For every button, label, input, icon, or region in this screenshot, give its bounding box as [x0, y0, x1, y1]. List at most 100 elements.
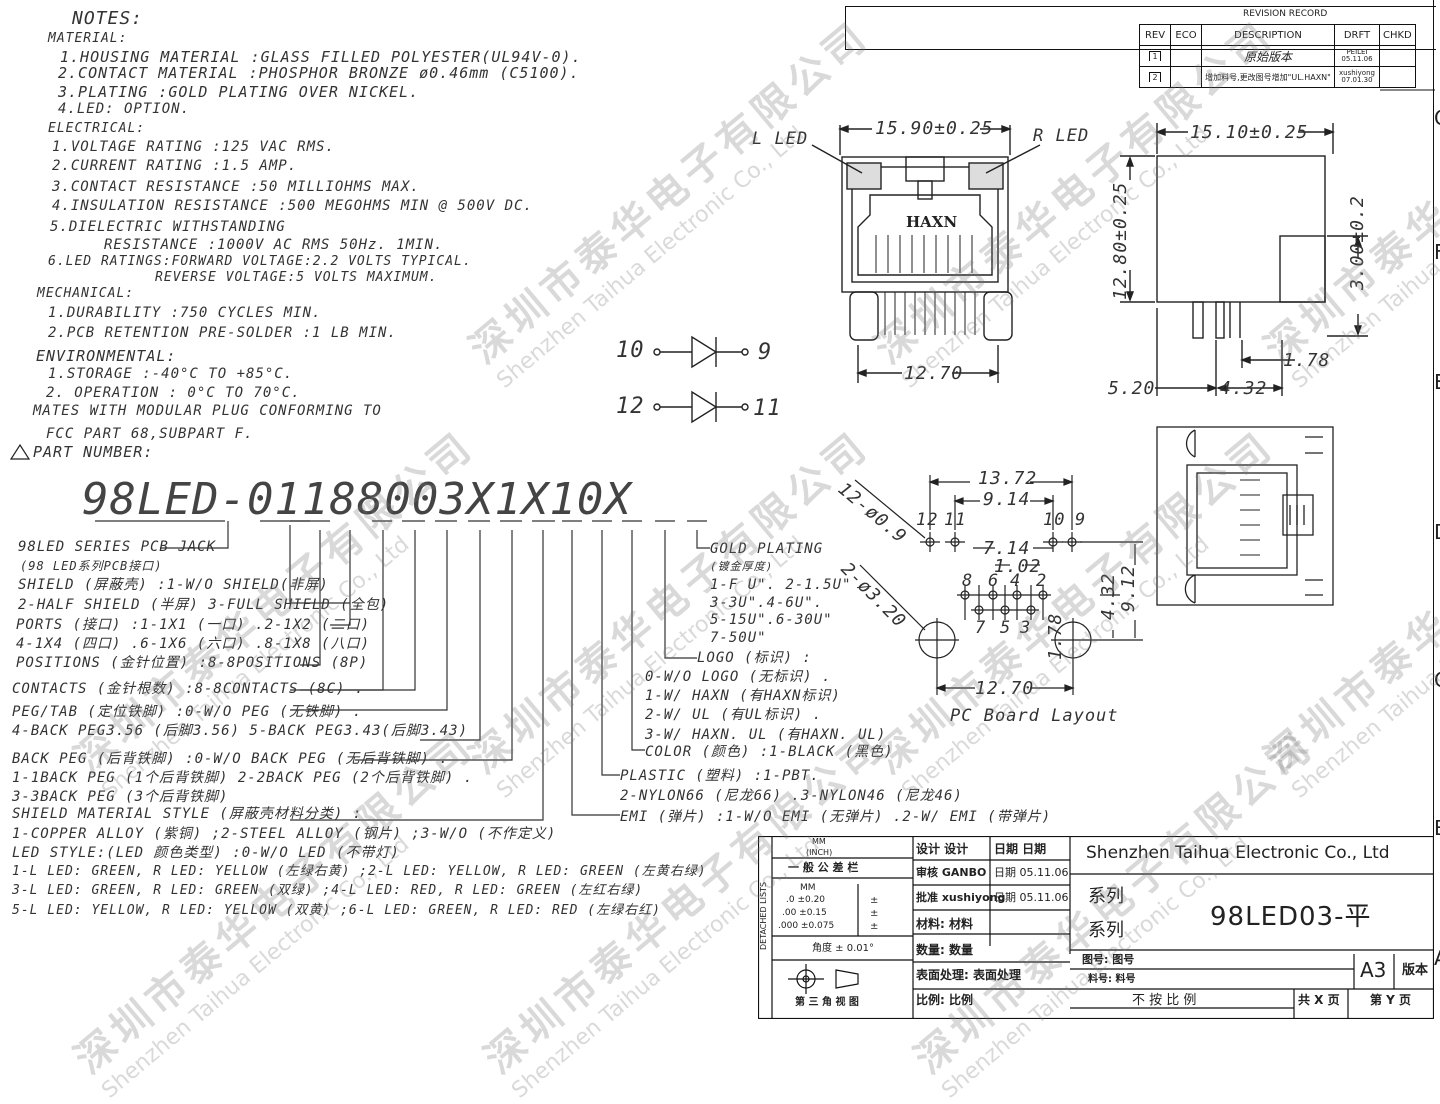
side-height-dim: 12.80±0.25: [1110, 181, 1131, 300]
note-line: 6.LED RATINGS:FORWARD VOLTAGE:2.2 VOLTS …: [48, 254, 472, 269]
pcb-pin-label: 6: [988, 571, 1000, 591]
note-line: MATES WITH MODULAR PLUG CONFORMING TO: [33, 403, 382, 419]
diode-pin: 11: [753, 396, 782, 421]
note-line: FCC PART 68,SUBPART F.: [46, 426, 254, 442]
pcb-pin-label: 5: [1000, 618, 1012, 638]
tb-tol-row: .0 ±0.20: [786, 895, 826, 905]
tb-projection: 第 三 角 视 图: [795, 997, 859, 1008]
tb-plusminus: ±: [870, 895, 879, 906]
legend-line: 5-L LED: YELLOW, R LED: YELLOW (双黄) ;6-L…: [12, 903, 661, 918]
tb-mm-2: MM: [800, 883, 816, 893]
edge-letter: C: [1434, 108, 1440, 128]
front-width-dim: 15.90±0.25: [875, 118, 994, 139]
tb-series2: 系列: [1088, 920, 1124, 941]
note-line: 4.LED: OPTION.: [58, 101, 191, 117]
drft-cell: xushiyong 07.01.30: [1334, 66, 1380, 88]
tb-version: 版本: [1402, 963, 1429, 978]
pcb-h3: 1.78: [1045, 612, 1066, 660]
legend-line: 98LED SERIES PCB JACK: [18, 539, 217, 555]
pcb-h2: 4.32: [1098, 572, 1119, 620]
pcb-pin-label: 7: [975, 618, 987, 638]
eco-cell: [1170, 66, 1202, 88]
legend-logo-opt: 2-W/ UL (有UL标识) .: [645, 707, 823, 723]
revision-tail: [1380, 89, 1435, 91]
tb-date2: 日期 05.11.06: [994, 891, 1069, 904]
tb-drawing-no: 图号: 图号: [1082, 953, 1135, 966]
drft-header: DRFT: [1334, 24, 1380, 46]
tb-approve: 批准 xushiyong: [916, 891, 1006, 904]
tb-mm: MM: [812, 837, 826, 846]
legend-line: 3-3BACK PEG (3个后背铁脚): [12, 789, 229, 805]
pcb-pin-label: 3: [1020, 618, 1032, 638]
legend-gold-cn: (镀金厚度): [710, 560, 774, 573]
pcb-w3: 7.14: [983, 538, 1031, 559]
legend-logo-opt: 3-W/ HAXN. UL (有HAXN. UL): [645, 727, 887, 743]
note-line: 3.PLATING :GOLD PLATING OVER NICKEL.: [58, 83, 420, 101]
pcb-w2: 9.14: [983, 489, 1031, 510]
note-line: 1.DURABILITY :750 CYCLES MIN.: [48, 305, 322, 321]
l-led-label: L LED: [752, 129, 809, 149]
legend-line: SHIELD MATERIAL STYLE (屏蔽壳材料分类) :: [12, 806, 363, 822]
legend-line: 2-HALF SHIELD (半屏) 3-FULL SHIELD (全包): [18, 597, 390, 613]
legend-logo: LOGO (标识) :: [697, 650, 812, 666]
edge-letter: B: [1434, 818, 1440, 838]
tb-not-to-scale: 不 按 比 例: [1132, 993, 1197, 1008]
legend-line: 1-1BACK PEG (1个后背铁脚) 2-2BACK PEG (2个后背铁脚…: [12, 770, 474, 786]
tb-tol-row: .00 ±0.15: [782, 908, 827, 918]
legend-plastic: PLASTIC (塑料) :1-PBT.: [620, 768, 820, 784]
notes-heading: NOTES:: [72, 8, 144, 29]
legend-logo-opt: 1-W/ HAXN (有HAXN标识): [645, 688, 841, 704]
drft-cell: PEILEI 05.11.06: [1334, 45, 1380, 67]
tb-size: A3: [1360, 958, 1387, 982]
pcb-pin-label: 11: [944, 510, 967, 530]
tb-inch: (INCH): [806, 848, 833, 857]
note-line: 4.INSULATION RESISTANCE :500 MEGOHMS MIN…: [52, 198, 533, 214]
tb-surface: 表面处理: 表面处理: [916, 968, 1021, 982]
tb-pages: 共 X 页: [1298, 993, 1340, 1007]
tb-date-h: 日期 日期: [994, 842, 1047, 856]
desc-cell: 原始版本: [1201, 45, 1335, 67]
edge-letter: D: [1434, 522, 1440, 542]
pcb-caption: PC Board Layout: [950, 706, 1119, 726]
tb-tol-row: .000 ±0.075: [778, 921, 835, 931]
legend-line: CONTACTS (金针根数) :8-8CONTACTS (8C) .: [12, 681, 365, 697]
note-line: 3.CONTACT RESISTANCE :50 MILLIOHMS MAX.: [52, 179, 420, 195]
revision-table: REV ECO DESCRIPTION DRFT CHKD 1 原始版本 PEI…: [1139, 24, 1416, 88]
rev-header: REV: [1139, 24, 1171, 46]
environmental-heading: ENVIRONMENTAL:: [36, 347, 177, 365]
eco-cell: [1170, 45, 1202, 67]
eco-header: ECO: [1170, 24, 1202, 46]
legend-gold-opt: 1-F U". 2-1.5U": [710, 577, 852, 593]
tb-angle: 角度 ± 0.01°: [812, 943, 875, 954]
front-pitch-dim: 12.70: [904, 363, 964, 384]
legend-logo-opt: 0-W/O LOGO (无标识) .: [645, 669, 832, 685]
side-step-dim: 3.00±0.2: [1347, 195, 1368, 290]
pcb-w4: 1.02: [994, 556, 1042, 577]
part-number: 98LED-01188003X1X10X: [82, 474, 632, 525]
legend-gold-opt: 5-15U".6-30U": [710, 612, 833, 628]
desc-header: DESCRIPTION: [1201, 24, 1335, 46]
diode-pin: 12: [616, 394, 645, 419]
tb-scale: 比例: 比例: [916, 993, 973, 1007]
pcb-pin-label: 9: [1075, 510, 1087, 530]
tb-review: 审核 GANBO: [916, 866, 987, 879]
side-view: [1120, 123, 1368, 396]
revision-title: REVISION RECORD: [1243, 9, 1328, 19]
note-line: REVERSE VOLTAGE:5 VOLTS MAXIMUM.: [155, 270, 438, 285]
legend-line: 4-1X4 (四口) .6-1X6 (六口) .8-1X8 (八口): [16, 636, 371, 652]
legend-color: COLOR (颜色) :1-BLACK (黑色): [645, 744, 894, 760]
tb-material: 材料: 材料: [916, 917, 973, 931]
led-diode-symbols: [653, 335, 749, 424]
edge-letter: A: [1434, 948, 1440, 968]
pcb-pin-label: 2: [1036, 571, 1048, 591]
note-line: 2.CURRENT RATING :1.5 AMP.: [52, 158, 298, 174]
edge-letter: F: [1434, 240, 1440, 264]
material-heading: MATERIAL:: [48, 31, 128, 46]
sheet-border: [1433, 0, 1434, 1019]
pcb-layout: [854, 475, 1143, 695]
tb-tol-heading: 一 般 公 差 栏: [788, 861, 859, 874]
pcb-pin-label: 10: [1043, 510, 1066, 530]
tb-date1: 日期 05.11.06: [994, 866, 1069, 879]
tb-plusminus: ±: [870, 921, 879, 932]
legend-line: SHIELD (屏蔽壳) :1-W/O SHIELD(非屏): [18, 577, 329, 593]
